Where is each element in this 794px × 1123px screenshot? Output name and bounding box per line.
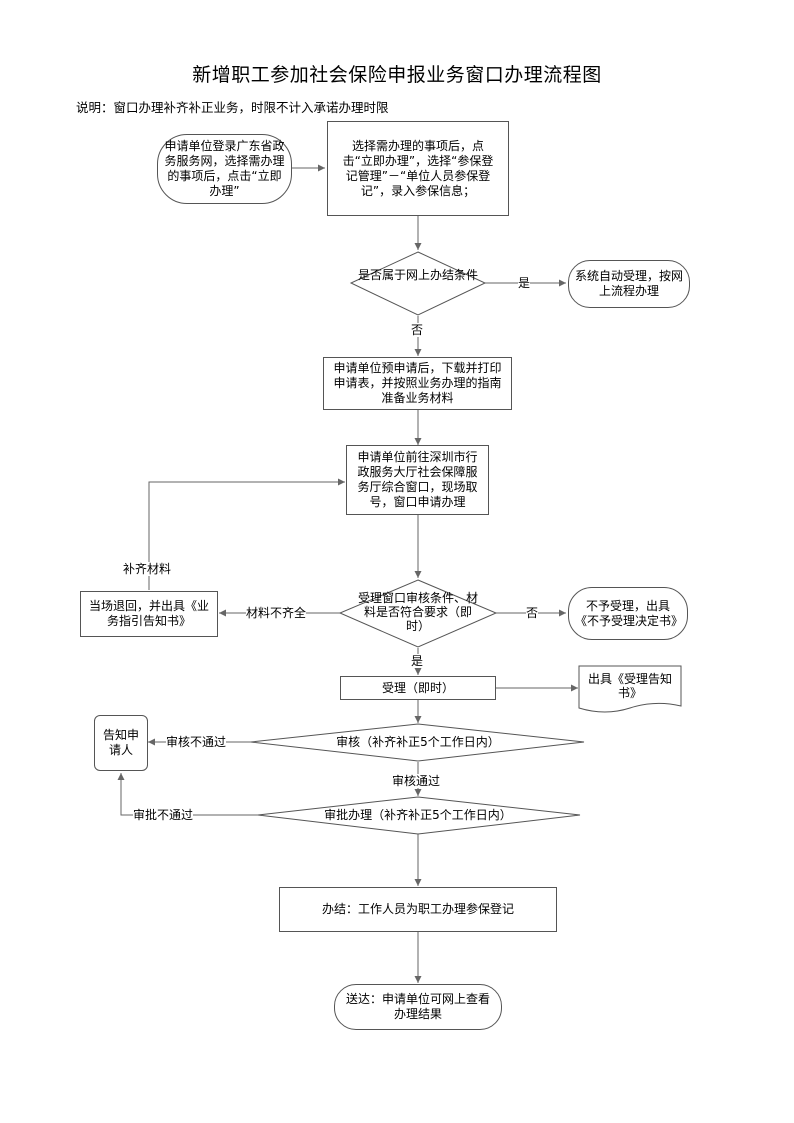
arrow-approve-to-inform: [117, 773, 258, 816]
label-incomplete: 材料不齐全: [246, 606, 307, 620]
inform-applicant-box: 告知申请人: [94, 715, 148, 771]
decision-online-text: 是否属于网上办结条件: [357, 268, 478, 282]
return-materials-box: 当场退回，并出具《业务指引告知书》: [80, 591, 218, 637]
prepare-materials-box: 申请单位预申请后，下载并打印申请表，并按照业务办理的指南准备业务材料: [323, 357, 512, 410]
arrow-return-to-window: [148, 478, 345, 590]
label-approve-fail: 审批不通过: [133, 808, 194, 822]
accept-box: 受理（即时）: [340, 676, 496, 700]
decision-diamond-approve: [257, 796, 581, 835]
label-no-window: 否: [526, 606, 539, 620]
page-title: 新增职工参加社会保险申报业务窗口办理流程图: [192, 64, 602, 86]
complete-box: 办结：工作人员为职工办理参保登记: [279, 887, 557, 932]
label-yes-window: 是: [411, 654, 424, 668]
label-yes-online: 是: [518, 276, 531, 290]
notice-document: 出具《受理告知书》: [587, 672, 672, 700]
label-review-fail: 审核不通过: [166, 735, 227, 749]
select-item-box: 选择需办理的事项后，点击“立即办理”，选择“参保登记管理”－“单位人员参保登记”…: [327, 121, 509, 216]
label-supplement: 补齐材料: [123, 562, 172, 576]
window-apply-box: 申请单位前往深圳市行政服务大厅社会保障服务厅综合窗口，现场取号，窗口申请办理: [346, 445, 489, 515]
reject-node: 不予受理，出具《不予受理决定书》: [568, 587, 688, 640]
decision-diamond-online: [349, 251, 487, 316]
decision-diamond-review: [250, 723, 585, 762]
approve-text: 审批办理（补齐补正5个工作日内）: [324, 808, 512, 822]
decision-window-text: 受理窗口审核条件、材料是否符合要求（即时）: [357, 591, 478, 633]
review-text: 审核（补齐补正5个工作日内）: [336, 735, 500, 749]
decision-diamond-window: [338, 579, 498, 648]
auto-accept-node: 系统自动受理，按网上流程办理: [568, 260, 690, 308]
label-no-online: 否: [411, 323, 424, 337]
deliver-node: 送达：申请单位可网上查看办理结果: [334, 984, 502, 1030]
label-review-pass: 审核通过: [392, 774, 441, 788]
document-shape-notice: [578, 665, 682, 713]
description-note: 说明：窗口办理补齐补正业务，时限不计入承诺办理时限: [76, 100, 389, 115]
start-node: 申请单位登录广东省政务服务网，选择需办理的事项后，点击“立即办理”: [157, 134, 292, 204]
